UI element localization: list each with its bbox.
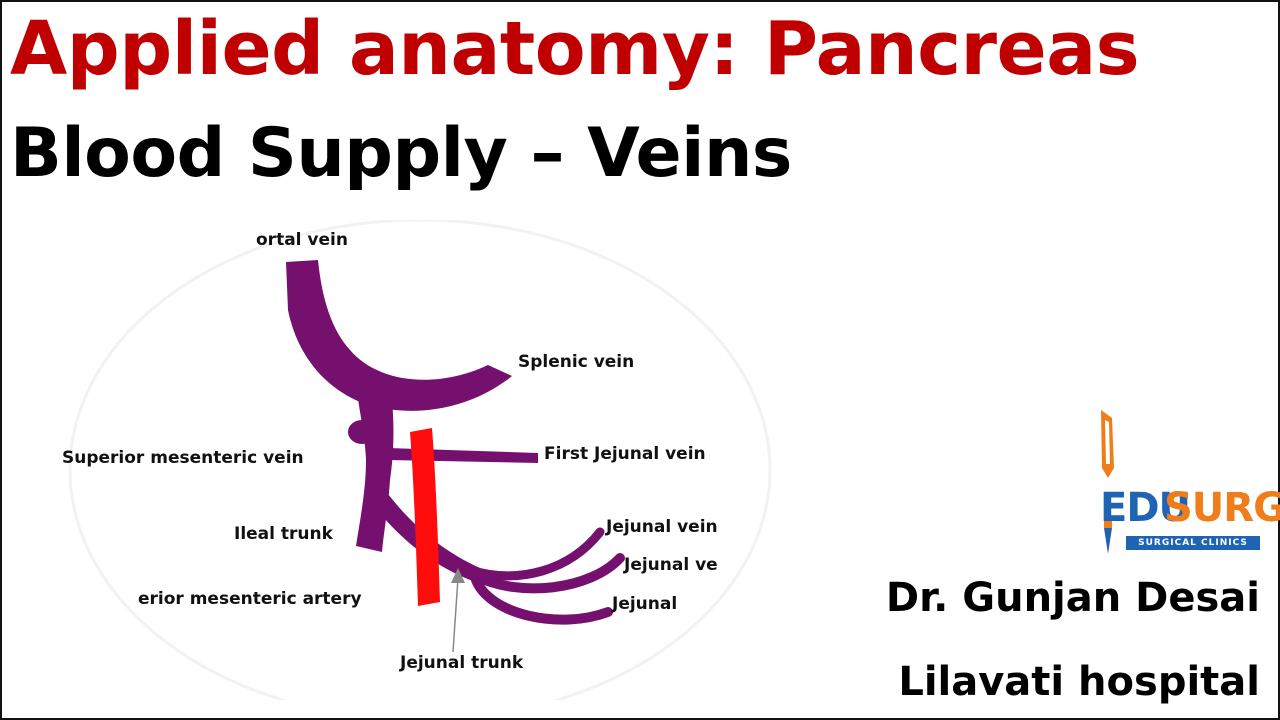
jejunal-vein-3-shape <box>471 575 613 625</box>
label-jejunal-vein-1: Jejunal vein <box>606 517 718 537</box>
label-splenic-vein: Splenic vein <box>518 352 635 372</box>
pen-icon <box>1101 410 1114 554</box>
slide-subtitle: Blood Supply – Veins <box>10 114 792 193</box>
logo-surg-text: SURG <box>1164 485 1280 531</box>
superior-mesenteric-artery-shape <box>410 428 440 606</box>
author-name: Dr. Gunjan Desai <box>885 575 1260 621</box>
jejunal-trunk-pointer-head <box>451 568 465 583</box>
portal-vein-shape <box>286 260 512 411</box>
vein-bulge-shape <box>348 420 376 444</box>
label-jejunal-vein-2: Jejunal ve <box>624 555 718 575</box>
label-jejunal-trunk: Jejunal trunk <box>400 653 524 673</box>
label-jejunal-vein-3: Jejunal <box>612 594 678 614</box>
jejunal-vein-2-shape <box>471 553 625 594</box>
jejunal-trunk-pointer-line <box>452 577 459 653</box>
label-portal-vein: ortal vein <box>256 230 348 250</box>
logo-edu-text: EDU <box>1100 485 1191 531</box>
label-ileal-trunk: Ileal trunk <box>234 524 333 544</box>
vein-diagram-canvas <box>68 220 772 700</box>
slide-title: Applied anatomy: Pancreas <box>10 6 1140 92</box>
label-superior-mesenteric-vein: Superior mesenteric vein <box>62 448 304 468</box>
jejunal-vein-1-shape <box>465 527 605 581</box>
label-superior-mesenteric-artery: erior mesenteric artery <box>138 589 362 609</box>
label-first-jejunal-vein: First Jejunal vein <box>544 444 706 464</box>
hospital-name: Lilavati hospital <box>898 659 1260 705</box>
logo-tagline: SURGICAL CLINICS <box>1126 536 1260 550</box>
jejunal-trunk-shape <box>368 480 480 582</box>
vein-diagram: ortal vein Splenic vein Superior mesente… <box>0 220 800 700</box>
edusurg-logo: EDU SURG SURGICAL CLINICS <box>1098 408 1280 558</box>
